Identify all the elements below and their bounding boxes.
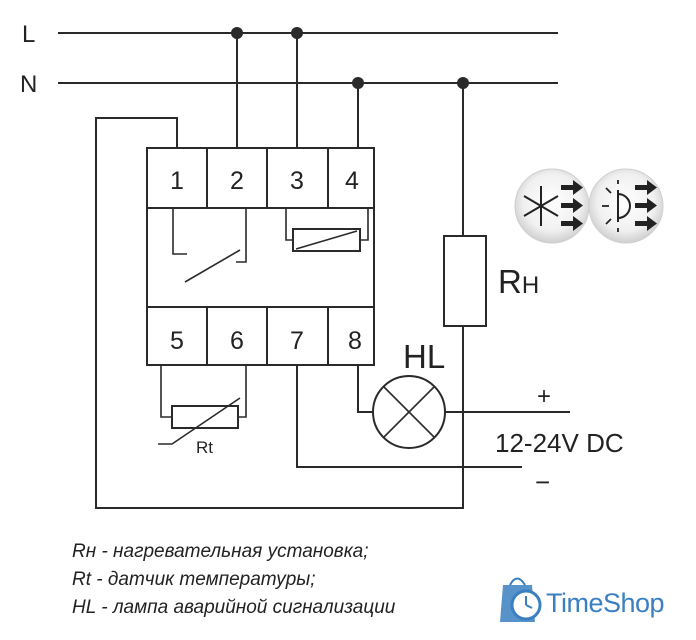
relay-switch-icon [172, 208, 247, 283]
line-n-label: N [20, 71, 37, 98]
controller-body [146, 147, 375, 366]
legend-line-rt: Rt - датчик температуры; [72, 569, 316, 590]
terminal-1: 1 [170, 167, 184, 195]
terminal-2: 2 [230, 167, 244, 195]
line-l-label: L [22, 21, 35, 48]
terminal-7: 7 [290, 327, 304, 355]
snowflake-arrows-icon [514, 168, 590, 244]
wire-loop-1-to-n [95, 83, 464, 509]
sun-arrows-icon [588, 168, 664, 244]
legend-line-rh: Rн - нагревательная установка; [72, 541, 369, 562]
heater-resistor-icon [443, 235, 487, 327]
terminal-5: 5 [170, 327, 184, 355]
shopping-bag-clock-icon [500, 577, 542, 622]
terminal-8: 8 [348, 327, 362, 355]
hl-label: HL [403, 338, 445, 375]
relay-coil-icon [285, 208, 369, 252]
terminal-6: 6 [230, 327, 244, 355]
lamp-hl-icon [372, 375, 446, 449]
wire-8-to-lamp [357, 365, 373, 413]
legend-line-hl: HL - лампа аварийной сигнализации [72, 597, 396, 618]
wire-7-to-minus [296, 365, 522, 468]
terminal-4: 4 [345, 167, 359, 195]
rt-label: Rt [196, 438, 213, 457]
terminal-3: 3 [290, 167, 304, 195]
brand-name: TimeShop [546, 588, 665, 618]
rh-label: RH [498, 263, 539, 300]
voltage-label: 12-24V DC [495, 428, 624, 458]
minus-label: − [535, 467, 550, 497]
plus-label: + [537, 383, 551, 410]
thermistor-rt-icon [158, 365, 247, 445]
